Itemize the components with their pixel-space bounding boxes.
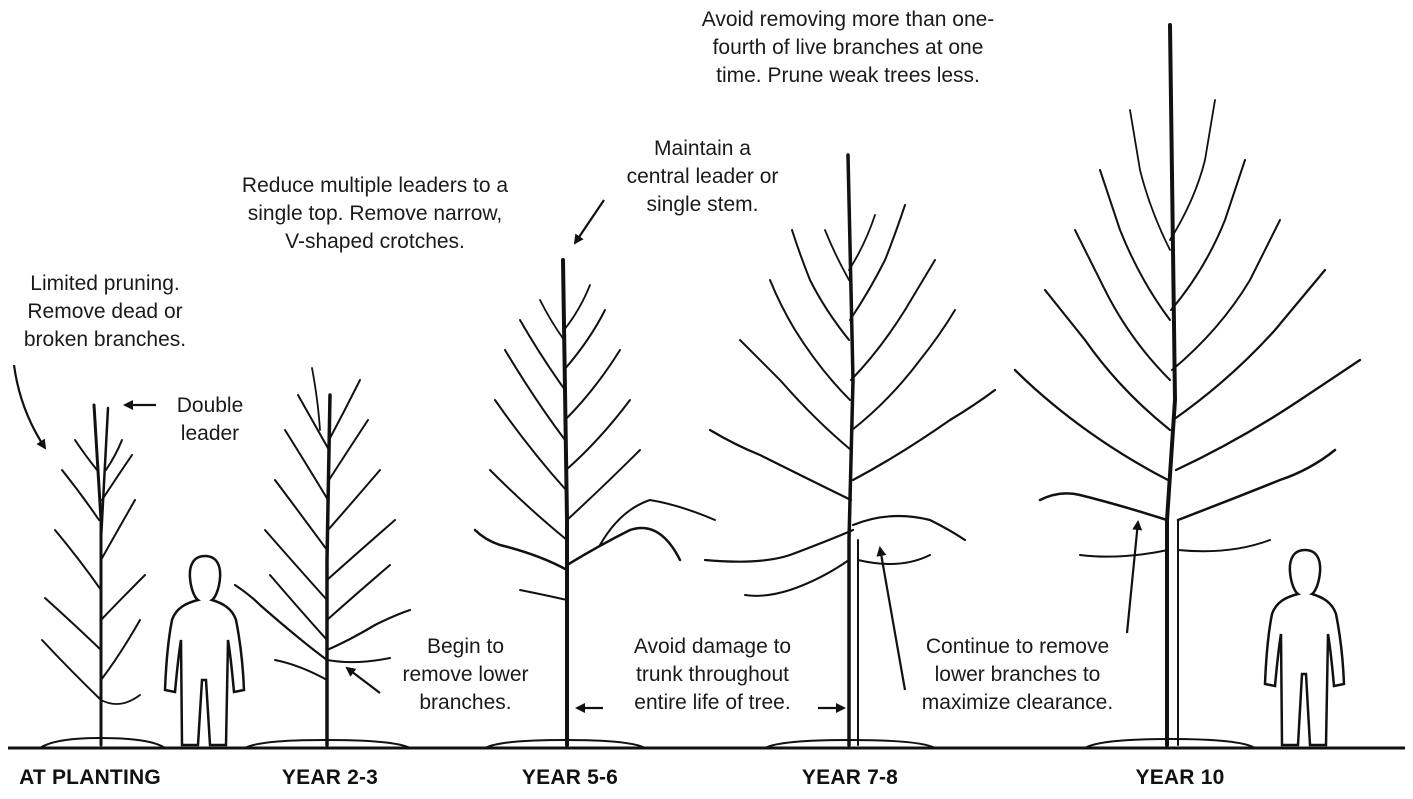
note-central-leader: Maintain a central leader or single stem… — [605, 135, 800, 219]
note-limited-pruning: Limited pruning. Remove dead or broken b… — [0, 270, 210, 354]
arrow-central-leader — [575, 200, 604, 243]
tree-at-planting — [42, 405, 145, 745]
arrow-continue-year10 — [1127, 522, 1138, 633]
stage-label-at-planting: AT PLANTING — [0, 766, 180, 790]
stage-label-year-10: YEAR 10 — [1100, 766, 1260, 790]
arrow-begin-remove — [347, 668, 380, 693]
stage-label-year-7-8: YEAR 7-8 — [770, 766, 930, 790]
note-begin-remove: Begin to remove lower branches. — [378, 633, 553, 717]
stage-label-year-5-6: YEAR 5-6 — [490, 766, 650, 790]
person-silhouette-left — [165, 556, 244, 745]
stage-label-year-2-3: YEAR 2-3 — [250, 766, 410, 790]
note-reduce-leaders: Reduce multiple leaders to a single top.… — [195, 172, 555, 256]
note-continue-remove: Continue to remove lower branches to max… — [900, 633, 1135, 717]
note-avoid-removing: Avoid removing more than one- fourth of … — [658, 6, 1038, 90]
person-silhouette-right — [1265, 550, 1344, 745]
note-avoid-damage: Avoid damage to trunk throughout entire … — [610, 633, 815, 717]
note-double-leader: Double leader — [160, 392, 260, 448]
arrow-limited-pruning — [14, 365, 45, 448]
